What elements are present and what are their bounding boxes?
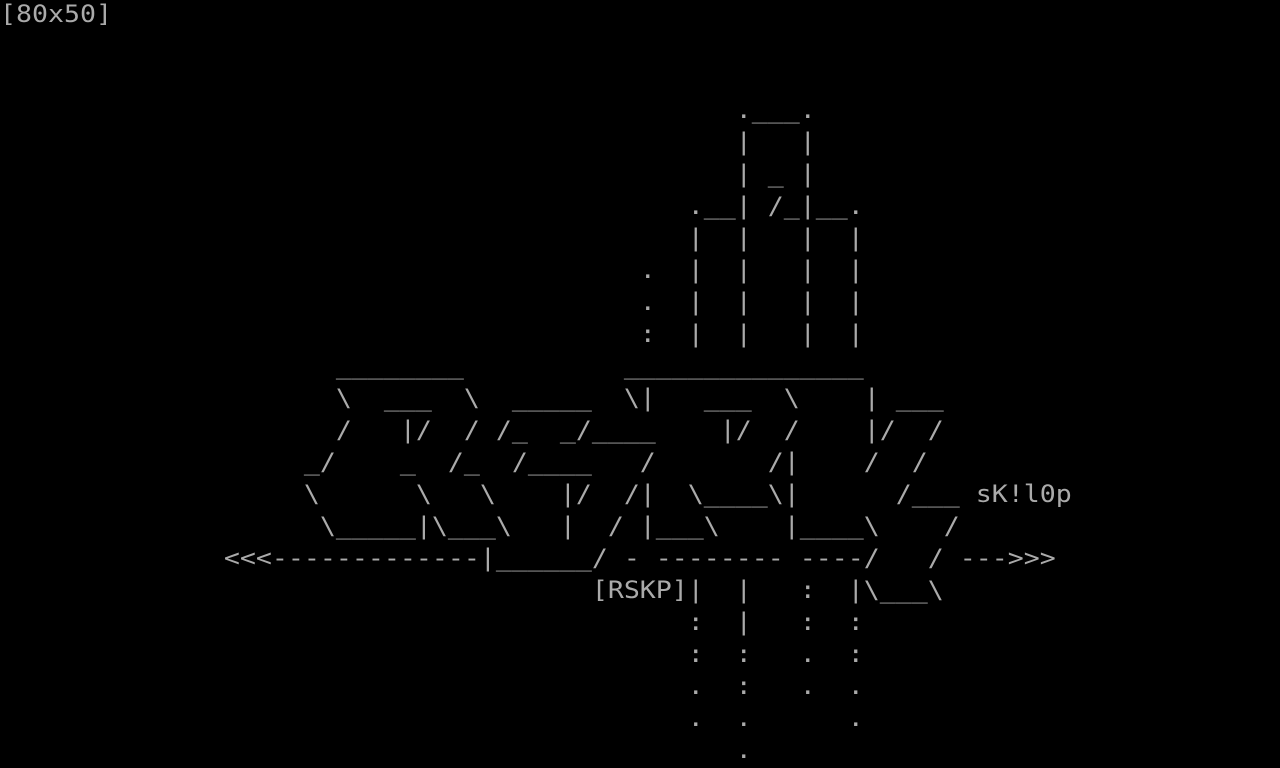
terminal-line: [0, 32, 1280, 64]
ascii-art-line: .___.: [0, 96, 816, 124]
ascii-art-arrow-line: <<<-------------|______/ - -------- ----…: [0, 544, 1056, 572]
ascii-art-line: ________ _______________: [0, 352, 864, 380]
terminal-line: [0, 64, 1280, 96]
ascii-art-line-group-tag: [RSKP]| | : |\___\: [0, 576, 944, 604]
ascii-art-line: _/ _ /_ /____ / /| / /: [0, 448, 928, 476]
ascii-art-line: | |: [0, 128, 816, 156]
ascii-art-line: . | | | |: [0, 256, 864, 284]
ascii-art-line: . | | | |: [0, 288, 864, 316]
ascii-art-line: \ ___ \ _____ \| ___ \ | ___: [0, 384, 944, 412]
ascii-art-line: : | | | |: [0, 320, 864, 348]
ascii-art-line: . . .: [0, 704, 864, 732]
terminal-size-indicator: [80x50]: [0, 0, 112, 28]
ascii-art-line: .: [0, 736, 752, 764]
ascii-art-line: \_____|\___\ | / |___\ |____\ /: [0, 512, 960, 540]
ascii-art-line-signature: \ \ \ |/ /| \____\| /___ sK!l0p: [0, 480, 1072, 508]
ascii-art-line: : : . :: [0, 640, 864, 668]
ascii-art-line: / |/ / /_ _/____ |/ / |/ /: [0, 416, 944, 444]
ascii-art-line: : | : :: [0, 608, 864, 636]
ascii-art-line: | _ |: [0, 160, 816, 188]
ascii-art-line: | | | |: [0, 224, 864, 252]
ascii-art-line: .__| /_|__.: [0, 192, 864, 220]
ascii-art-line: . : . .: [0, 672, 864, 700]
